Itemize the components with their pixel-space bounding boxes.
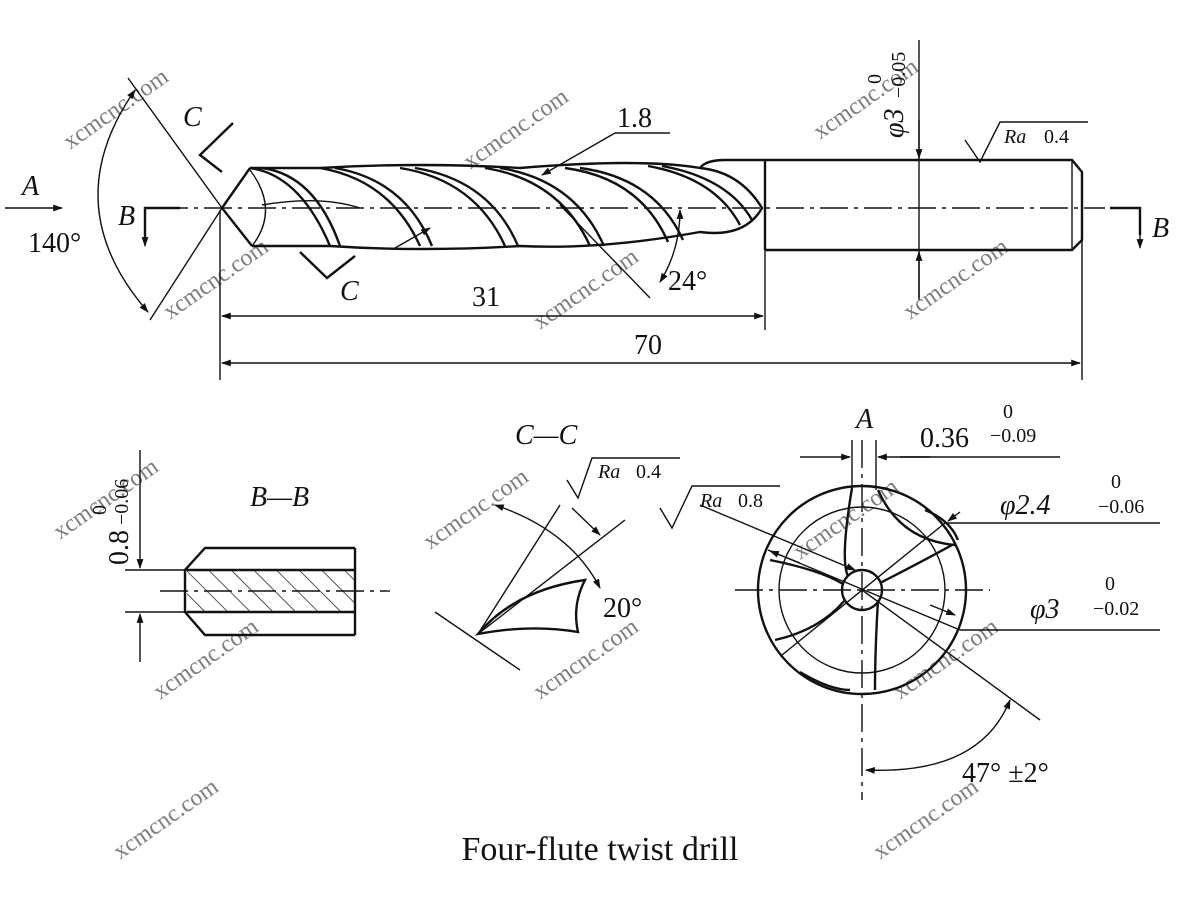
section-b-marker-left: B bbox=[118, 201, 180, 247]
svg-text:0.8: 0.8 bbox=[738, 490, 763, 512]
view-a-arrow: A bbox=[5, 171, 63, 212]
section-cc-title: C—C bbox=[515, 420, 578, 451]
overall-length-dimension: 70 bbox=[221, 240, 1083, 380]
section-cc-view: C—C 20° Ra 0.4 Ra 0.8 bbox=[434, 420, 780, 671]
figure-caption: Four-flute twist drill bbox=[462, 831, 739, 868]
end-view-label: A bbox=[854, 404, 874, 435]
web-tol-upper: 0 bbox=[89, 505, 111, 515]
drill-side-view: B B A C C 140° bbox=[5, 40, 1169, 380]
web-thickness-dimension: 0.8 0 −0.06 bbox=[89, 450, 187, 662]
drill-shank bbox=[699, 158, 1084, 252]
outer-diameter-label: φ3 bbox=[1030, 594, 1060, 625]
flute-length-dimension: 31 bbox=[219, 210, 766, 380]
shank-tol-lower: −0.05 bbox=[888, 52, 910, 98]
outer-diameter-dimension: φ3 0 −0.02 bbox=[767, 549, 1160, 631]
helix-lead-angle-dimension: 47° ±2° bbox=[861, 589, 1049, 789]
helix-angle-label: 24° bbox=[668, 266, 707, 297]
web-tol-lower: −0.06 bbox=[111, 479, 133, 525]
shank-roughness-symbol: Ra 0.4 bbox=[964, 121, 1088, 164]
cc-roughness-1: Ra 0.4 bbox=[566, 457, 680, 536]
section-b-label: B bbox=[118, 201, 135, 232]
roughness-ra: Ra bbox=[1003, 126, 1026, 148]
core-tol-lower: −0.06 bbox=[1098, 496, 1144, 518]
section-c-marker-bottom: C bbox=[299, 251, 359, 307]
helical-flutes bbox=[249, 164, 754, 247]
svg-text:0.4: 0.4 bbox=[636, 461, 661, 483]
overall-length-label: 70 bbox=[634, 330, 662, 361]
end-view-angle-label: 47° ±2° bbox=[962, 758, 1049, 789]
section-c-label: C bbox=[183, 102, 202, 133]
watermark: xcmcnc.com bbox=[899, 233, 1014, 324]
core-tol-upper: 0 bbox=[1111, 471, 1121, 493]
watermark: xcmcnc.com bbox=[59, 63, 174, 154]
margin-width-callout: 1.8 bbox=[394, 103, 670, 249]
outer-tol-lower: −0.02 bbox=[1093, 598, 1139, 620]
point-angle-dimension: 140° bbox=[28, 77, 223, 321]
section-cc-angle: 20° bbox=[603, 593, 642, 624]
section-bb-title: B—B bbox=[250, 482, 309, 513]
watermark: xcmcnc.com bbox=[419, 463, 534, 554]
watermark: xcmcnc.com bbox=[529, 243, 644, 334]
section-cc-profile bbox=[474, 578, 588, 636]
shank-diameter-dimension: φ3 0 −0.05 bbox=[864, 40, 923, 300]
web-thickness-label: 0.8 bbox=[104, 530, 135, 565]
section-c-marker-top: C bbox=[183, 102, 234, 173]
svg-text:Ra: Ra bbox=[597, 461, 620, 483]
helix-angle-dimension: 24° bbox=[559, 204, 707, 299]
end-view-a: A 0.36 0 −0.09 bbox=[699, 401, 1160, 800]
section-b-marker-right: B bbox=[1110, 206, 1169, 249]
drill-tip-outline bbox=[220, 167, 253, 247]
section-b-label: B bbox=[1152, 213, 1169, 244]
land-tol-upper: 0 bbox=[1003, 401, 1013, 423]
watermark: xcmcnc.com bbox=[529, 613, 644, 704]
core-diameter-dimension: φ2.4 0 −0.06 bbox=[781, 471, 1160, 656]
core-diameter-label: φ2.4 bbox=[1000, 490, 1051, 521]
land-tol-lower: −0.09 bbox=[990, 425, 1036, 447]
flute-curves bbox=[769, 487, 960, 692]
fluted-body-outline bbox=[250, 161, 764, 251]
land-width-label: 0.36 bbox=[920, 423, 969, 454]
point-angle-label: 140° bbox=[28, 228, 81, 259]
roughness-leader bbox=[699, 504, 856, 571]
section-c-label: C bbox=[340, 276, 359, 307]
section-bb-view: B—B 0.8 0 −0.06 bbox=[89, 450, 390, 662]
watermark: xcmcnc.com bbox=[109, 773, 224, 864]
outer-tol-upper: 0 bbox=[1105, 573, 1115, 595]
flute-length-label: 31 bbox=[472, 282, 500, 313]
watermark: xcmcnc.com bbox=[889, 613, 1004, 704]
view-a-label: A bbox=[20, 171, 40, 202]
land-width-dimension: 0.36 0 −0.09 bbox=[800, 401, 1060, 490]
cc-roughness-2: Ra 0.8 bbox=[659, 485, 780, 530]
shank-tol-upper: 0 bbox=[864, 74, 886, 84]
roughness-value: 0.4 bbox=[1044, 126, 1069, 148]
watermark: xcmcnc.com bbox=[149, 613, 264, 704]
margin-width-label: 1.8 bbox=[617, 103, 652, 134]
shank-diameter-label: φ3 bbox=[879, 109, 910, 139]
watermark: xcmcnc.com bbox=[459, 83, 574, 174]
